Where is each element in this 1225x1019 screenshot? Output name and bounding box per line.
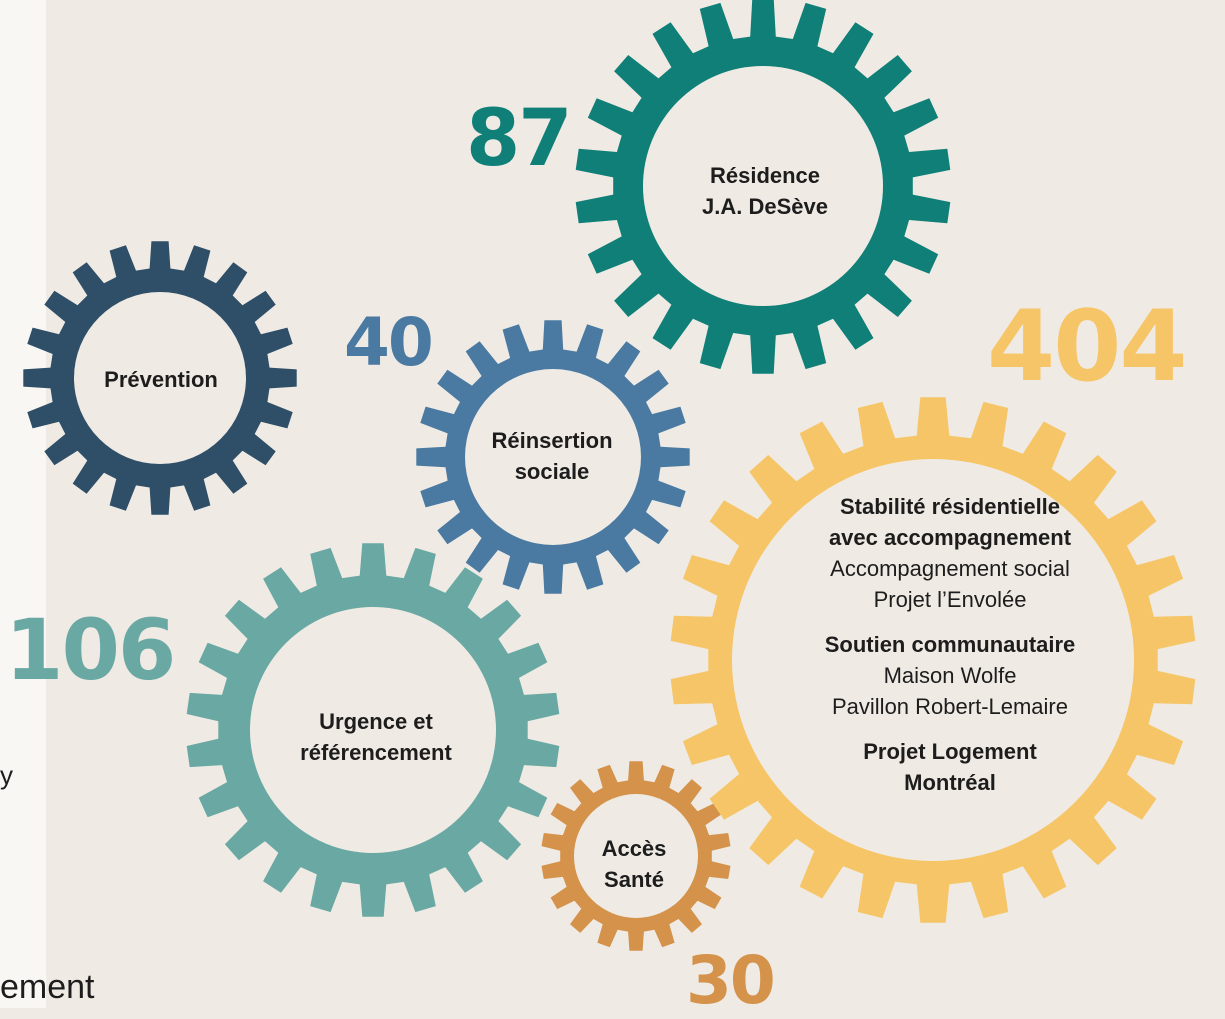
- item-accompagnement-social: Accompagnement social: [830, 556, 1070, 581]
- gear-stabilite-center: [732, 459, 1134, 861]
- item-projet-envolee: Projet l’Envolée: [873, 587, 1027, 612]
- item-maison-wolfe: Maison Wolfe: [883, 663, 1017, 688]
- label-reinsertion: Réinsertion sociale: [462, 425, 642, 487]
- section-logement-title-2: Montréal: [904, 770, 996, 795]
- section-stabilite-title-1: Stabilité résidentielle: [839, 494, 1061, 519]
- label-acces-sante: Accès Santé: [574, 833, 694, 895]
- gear-residence: [575, 0, 951, 374]
- gear-prevention: [23, 241, 297, 515]
- label-acces-sante-line-2: Santé: [604, 867, 664, 892]
- gear-acces-sante: [541, 761, 731, 951]
- item-pavillon-robert-lemaire: Pavillon Robert-Lemaire: [832, 694, 1068, 719]
- gear-acces-sante-center: [574, 794, 698, 918]
- label-reinsertion-line-2: sociale: [514, 459, 590, 484]
- count-residence: 87: [466, 94, 573, 184]
- label-urgence: Urgence et référencement: [266, 706, 486, 768]
- label-urgence-line-1: Urgence et: [319, 709, 433, 734]
- gear-reinsertion-center: [465, 369, 641, 545]
- edge-text-fragment-mark: y: [0, 760, 13, 790]
- label-residence-line-1: Résidence: [709, 163, 821, 188]
- left-page-strip: [0, 0, 46, 1008]
- label-residence-line-2: J.A. DeSève: [702, 194, 828, 219]
- count-reinsertion: 40: [344, 304, 434, 381]
- count-urgence: 106: [5, 601, 176, 699]
- gear-stabilite: [670, 397, 1196, 923]
- section-soutien-title: Soutien communautaire: [824, 632, 1076, 657]
- label-prevention: Prévention: [66, 364, 256, 395]
- label-urgence-line-2: référencement: [300, 740, 452, 765]
- label-reinsertion-line-1: Réinsertion: [491, 428, 613, 453]
- gear-urgence-center: [250, 607, 496, 853]
- gear-prevention-center: [74, 292, 246, 464]
- edge-text-fragment: ement: [0, 968, 95, 1006]
- count-acces-sante: 30: [686, 942, 776, 1019]
- gear-residence-center: [643, 66, 883, 306]
- label-stabilite: Stabilité résidentielle avec accompagnem…: [790, 491, 1110, 798]
- label-prevention-line-1: Prévention: [104, 367, 218, 392]
- gear-reinsertion: [416, 320, 690, 594]
- label-residence: Résidence J.A. DeSève: [665, 160, 865, 222]
- label-acces-sante-line-1: Accès: [601, 836, 667, 861]
- count-stabilite: 404: [987, 290, 1188, 404]
- section-stabilite-title-2: avec accompagnement: [828, 525, 1072, 550]
- gear-urgence: [186, 543, 560, 917]
- section-logement-title-1: Projet Logement: [863, 739, 1037, 764]
